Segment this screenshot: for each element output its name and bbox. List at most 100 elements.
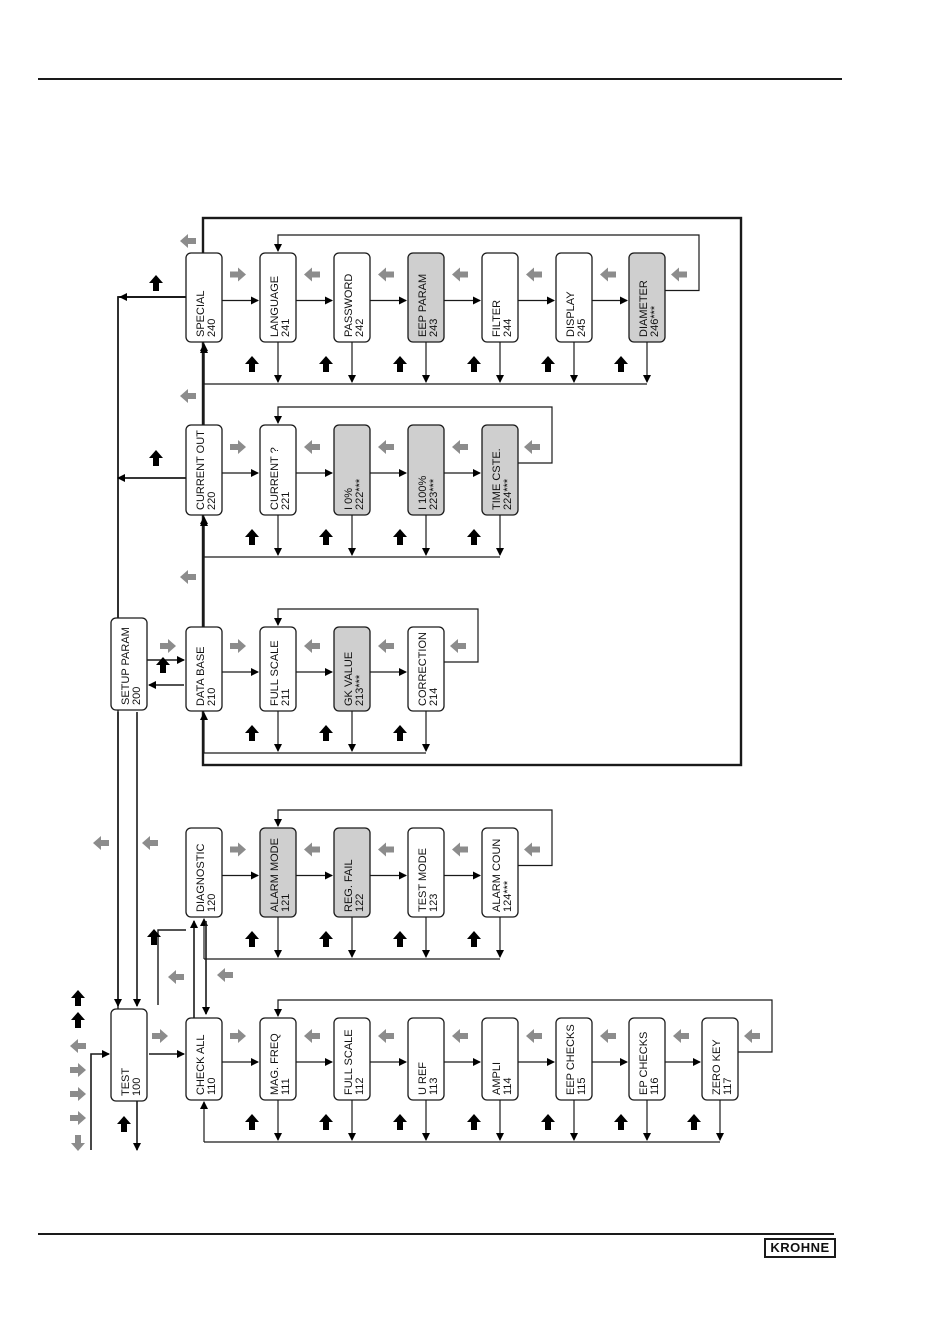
- data-base-item-214-code: 214: [428, 688, 440, 706]
- special-item-246-code: 246***: [649, 305, 661, 337]
- check-all-box-frame: [185, 1017, 223, 1101]
- current-out-item-224-label: TIME CSTE.: [491, 448, 503, 510]
- special-item-246[interactable]: 246***DIAMETER: [628, 252, 666, 343]
- check-all-item-111-frame: [259, 1017, 297, 1101]
- special-enter-key: [600, 267, 616, 282]
- legend-key-4: [70, 1087, 86, 1101]
- current-out-item-224-code: 224***: [502, 478, 514, 510]
- data-base-up-key: [245, 725, 259, 741]
- diagnostic-up-key: [147, 929, 161, 945]
- setup-up-key: [156, 657, 170, 673]
- data-base-back-key: [450, 639, 466, 653]
- data-base-item-213-code: 213***: [354, 674, 366, 706]
- check-all-enter-key: [304, 1029, 320, 1043]
- special-enter-key: [526, 267, 542, 282]
- current-out-item-222-label: I 0%: [343, 488, 355, 510]
- special-item-241-frame: [259, 252, 297, 343]
- current-out-up-key: [319, 529, 333, 545]
- diagnostic-loop-line: [274, 809, 553, 867]
- check-all-up-key: [245, 1114, 259, 1130]
- current-out-enter-key: [230, 440, 246, 454]
- test-box-label: TEST: [120, 1068, 132, 1096]
- current-out-item-223[interactable]: 223***I 100%: [407, 424, 445, 516]
- data-base-item-213-label: GK VALUE: [343, 652, 355, 706]
- current-out-enter-key: [304, 440, 320, 454]
- diagnostic-up-key: [393, 931, 407, 947]
- special-item-246-frame: [628, 252, 666, 343]
- special-enter-key: [452, 267, 468, 282]
- check-all-enter-key: [526, 1029, 542, 1043]
- current-out-item-223-code: 223***: [428, 478, 440, 510]
- current-out-enter-key: [378, 440, 394, 454]
- diagnostic-enter-key: [230, 842, 246, 857]
- diagnostic-item-124-code: 124***: [502, 880, 514, 912]
- check-all-box-code: 110: [206, 1077, 218, 1095]
- setup-param-box-label: SETUP PARAM: [120, 627, 132, 705]
- check-all-enter-key: [452, 1029, 468, 1043]
- diagnostic-esc-key: [142, 836, 158, 850]
- check-all-item-117-label: ZERO KEY: [711, 1039, 723, 1095]
- diagnostic-item-124-frame: [481, 827, 519, 918]
- check-all-enter-key: [673, 1029, 689, 1043]
- test-up-key: [117, 1116, 131, 1132]
- special-box-label: SPECIAL: [195, 291, 207, 337]
- check-all-up-key: [614, 1114, 628, 1130]
- diagnostic-up-key: [245, 931, 259, 947]
- special-item-243-code: 243: [428, 319, 440, 337]
- check-all-item-116-frame: [628, 1017, 666, 1101]
- current-out-up-key: [393, 529, 407, 545]
- diagnostic-item-123-code: 123: [428, 894, 440, 912]
- diagnostic-up-key: [319, 931, 333, 947]
- current-out-back-key: [524, 440, 540, 454]
- current-out-item-222[interactable]: 222***I 0%: [333, 424, 371, 516]
- current-out-item-222-frame: [333, 424, 371, 516]
- connector-lines: [90, 216, 773, 1151]
- check-all-up-key: [687, 1114, 701, 1130]
- check-all-item-111-label: MAG. FREQ: [269, 1033, 281, 1095]
- check-all-up-key: [541, 1114, 555, 1130]
- check-all-item-114-code: 114: [502, 1077, 514, 1095]
- check-all-back-key: [744, 1029, 760, 1043]
- diagnostic-item-121-code: 121: [280, 894, 292, 912]
- check-all-item-113-label: U REF: [417, 1062, 429, 1095]
- special-enter-key: [378, 267, 394, 282]
- diagnostic-enter-key: [452, 842, 468, 857]
- diagnostic-enter-key: [304, 842, 320, 857]
- diagnostic-item-122-frame: [333, 827, 371, 918]
- data-base-item-211-label: FULL SCALE: [269, 640, 281, 706]
- current-out-item-223-frame: [407, 424, 445, 516]
- current-out-item-224[interactable]: 224***TIME CSTE.: [481, 424, 519, 516]
- special-item-245-frame: [555, 252, 593, 343]
- diagnostic-item-124[interactable]: 124***ALARM COUN: [481, 827, 519, 918]
- data-base-item-213[interactable]: 213***GK VALUE: [333, 626, 371, 712]
- header-rule: [38, 78, 842, 80]
- legend-key-0: [71, 990, 85, 1006]
